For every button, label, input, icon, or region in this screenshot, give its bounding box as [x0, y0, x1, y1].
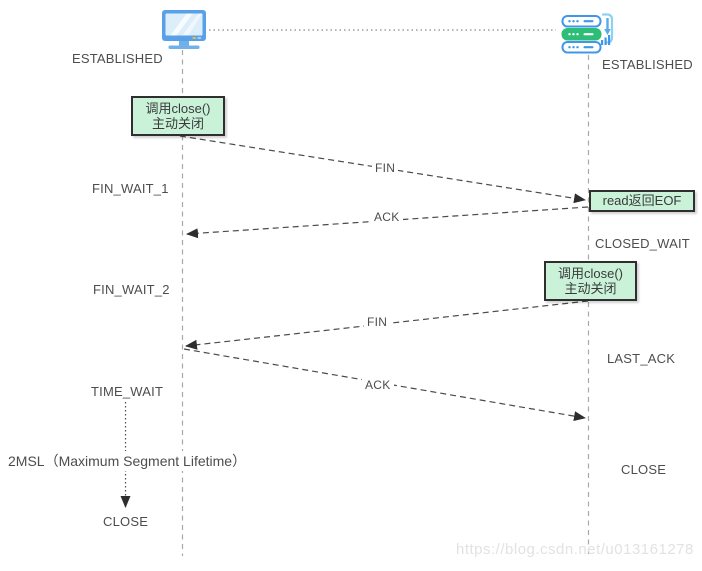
server-icon: [561, 13, 614, 54]
server-state-close: CLOSE: [621, 462, 667, 477]
msl-note: 2MSL（Maximum Segment Lifetime）: [6, 451, 249, 471]
client-close-call-box: 调用close() 主动关闭: [131, 96, 225, 136]
client-state-fin-wait-2: FIN_WAIT_2: [93, 282, 170, 297]
server-close-call-line2: 主动关闭: [564, 281, 617, 296]
fin1-label: FIN: [372, 161, 399, 175]
client-computer-icon: [162, 10, 206, 49]
server-state-established: ESTABLISHED: [602, 57, 693, 72]
fin2-label: FIN: [364, 315, 391, 329]
ack2-label: ACK: [362, 378, 394, 392]
client-close-call-line2: 主动关闭: [151, 116, 204, 131]
server-state-last-ack: LAST_ACK: [607, 351, 676, 366]
server-read-eof-box: read返回EOF: [589, 190, 695, 212]
client-state-close: CLOSE: [103, 514, 149, 529]
client-state-time-wait: TIME_WAIT: [91, 384, 164, 399]
client-close-call-line1: 调用close(): [145, 101, 211, 116]
ack1-label: ACK: [371, 210, 403, 224]
client-state-established: ESTABLISHED: [72, 51, 163, 66]
server-download-decoration-icon: [601, 13, 614, 45]
server-state-closed-wait: CLOSED_WAIT: [595, 236, 690, 251]
client-state-fin-wait-1: FIN_WAIT_1: [92, 181, 169, 196]
server-close-call-line1: 调用close(): [557, 266, 623, 281]
server-close-call-box: 调用close() 主动关闭: [544, 261, 637, 301]
csdn-watermark: https://blog.csdn.net/u013161278: [456, 541, 694, 558]
